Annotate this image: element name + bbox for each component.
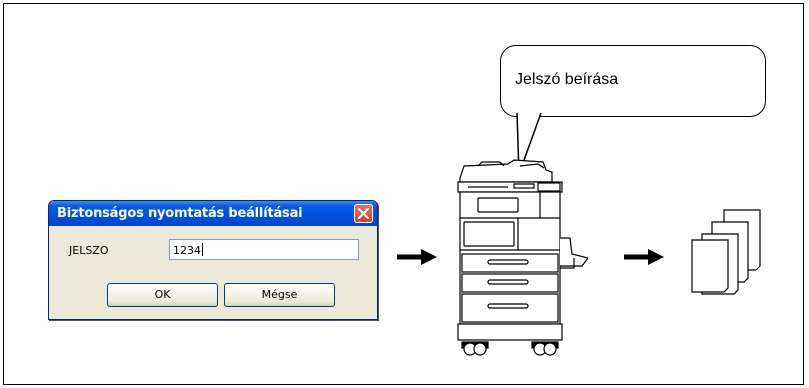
- secure-print-dialog: Biztonságos nyomtatás beállításai JELSZO…: [48, 200, 378, 320]
- copier-icon: [457, 159, 588, 356]
- right-arrow-icon: [624, 249, 664, 265]
- callout-bubble: Jelszó beírása: [500, 45, 766, 117]
- password-label: JELSZO: [69, 244, 109, 257]
- ok-button[interactable]: OK: [107, 283, 218, 307]
- password-field[interactable]: 1234: [169, 239, 359, 260]
- cancel-button[interactable]: Mégse: [224, 283, 335, 307]
- callout-text: Jelszó beírása: [515, 71, 619, 88]
- password-value: 1234: [173, 244, 201, 257]
- dialog-title: Biztonságos nyomtatás beállításai: [57, 206, 303, 221]
- dialog-titlebar: Biztonságos nyomtatás beállításai: [49, 201, 377, 226]
- right-arrow-icon: [397, 249, 437, 265]
- text-caret: [202, 243, 203, 256]
- close-icon: [358, 208, 369, 219]
- close-button[interactable]: [354, 204, 373, 223]
- printed-pages-icon: [691, 209, 761, 295]
